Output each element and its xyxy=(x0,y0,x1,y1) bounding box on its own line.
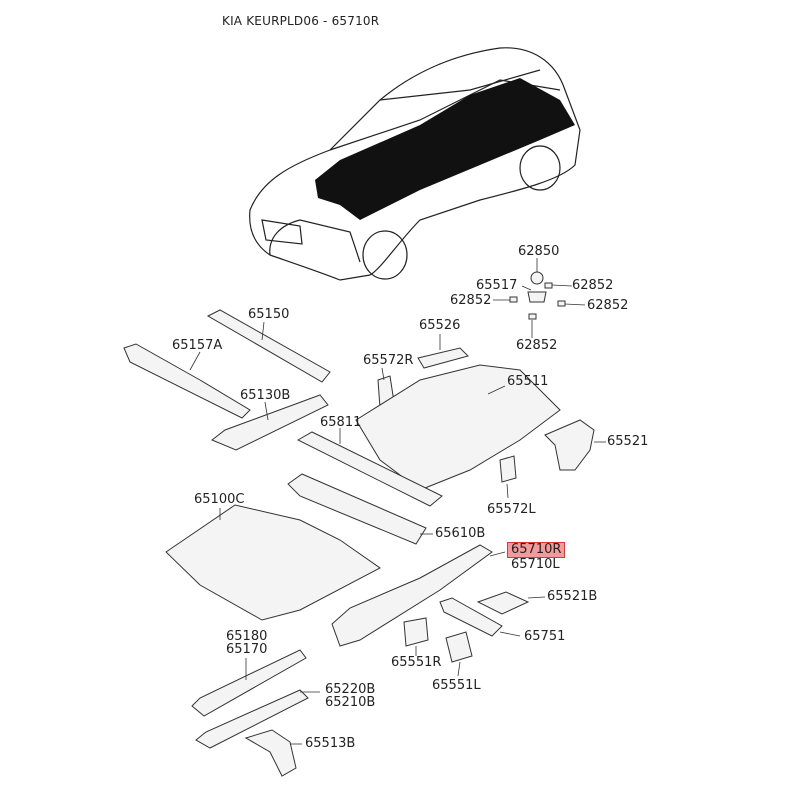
part-label-62852-right[interactable]: 62852 xyxy=(587,298,629,313)
part-label-65526[interactable]: 65526 xyxy=(419,318,461,333)
part-label-65150[interactable]: 65150 xyxy=(248,307,290,322)
part-label-65170[interactable]: 65170 xyxy=(226,642,268,657)
leader-lines xyxy=(189,258,606,745)
part-label-65511[interactable]: 65511 xyxy=(507,374,549,389)
part-label-65130b[interactable]: 65130B xyxy=(240,388,291,403)
part-label-65551r[interactable]: 65551R xyxy=(391,655,442,670)
part-label-65551l[interactable]: 65551L xyxy=(432,678,481,693)
part-label-65710l[interactable]: 65710L xyxy=(511,557,560,572)
part-label-62852-right-top[interactable]: 62852 xyxy=(572,278,614,293)
diagram-title: KIA KEURPLD06 - 65710R xyxy=(222,14,380,28)
part-label-62850[interactable]: 62850 xyxy=(518,244,560,259)
part-label-65513b[interactable]: 65513B xyxy=(305,736,356,751)
part-label-65100c[interactable]: 65100C xyxy=(194,492,245,507)
part-label-62852-left[interactable]: 62852 xyxy=(450,293,492,308)
part-sketches xyxy=(123,271,595,777)
part-label-65610b[interactable]: 65610B xyxy=(435,526,486,541)
part-label-65521b[interactable]: 65521B xyxy=(547,589,598,604)
part-label-65180[interactable]: 65180 xyxy=(226,629,268,644)
part-label-65572l[interactable]: 65572L xyxy=(487,502,536,517)
part-label-65751[interactable]: 65751 xyxy=(524,629,566,644)
part-label-65157a[interactable]: 65157A xyxy=(172,338,223,353)
part-label-65210b[interactable]: 65210B xyxy=(325,695,376,710)
part-label-65517[interactable]: 65517 xyxy=(476,278,518,293)
part-label-65710r-highlighted[interactable]: 65710R xyxy=(507,542,566,558)
part-label-65572r[interactable]: 65572R xyxy=(363,353,414,368)
part-label-65521[interactable]: 65521 xyxy=(607,434,649,449)
floor-pan-highlight xyxy=(315,78,575,220)
part-label-65811[interactable]: 65811 xyxy=(320,415,362,430)
part-label-62852-bottom[interactable]: 62852 xyxy=(516,338,558,353)
part-label-65220b[interactable]: 65220B xyxy=(325,682,376,697)
